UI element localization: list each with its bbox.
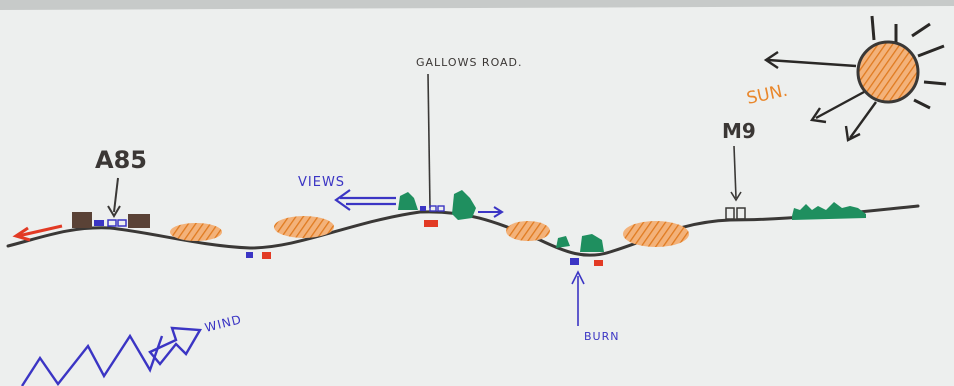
orange-patch <box>623 221 689 247</box>
orange-patch <box>274 216 334 238</box>
red-arrow-left <box>17 224 63 238</box>
green-vegetation <box>580 234 604 252</box>
ground-profile-line <box>6 204 920 257</box>
red-arrow-left-head <box>12 226 31 242</box>
building-block <box>128 214 150 228</box>
paper-fold-shadow <box>0 0 954 10</box>
green-vegetation <box>398 192 418 210</box>
road-marker <box>736 207 746 220</box>
gallows-road-label: GALLOWS ROAD. <box>416 56 523 69</box>
orange-patch <box>506 221 550 241</box>
road-marker <box>437 205 445 212</box>
a85-pointer-arrowhead <box>107 205 121 218</box>
road-marker <box>117 219 127 227</box>
road-marker <box>107 219 117 227</box>
m9-pointer-arrowhead <box>730 191 742 202</box>
red-marker <box>262 252 271 259</box>
blue-marker <box>246 252 253 258</box>
road-marker <box>94 220 104 226</box>
sun-icon <box>763 15 947 142</box>
m9-pointer-line <box>733 145 737 199</box>
a85-label: A85 <box>95 146 147 174</box>
road-marker <box>429 205 437 212</box>
burn-label: BURN <box>584 330 619 343</box>
gallows-road-pointer-line <box>427 73 431 209</box>
m9-label: M9 <box>722 119 756 143</box>
road-marker <box>420 206 426 211</box>
red-marker <box>424 220 438 227</box>
green-vegetation <box>792 202 866 220</box>
wind-arrow-icon <box>20 326 203 386</box>
a85-pointer-line <box>113 177 119 213</box>
red-marker <box>594 260 603 266</box>
views-arrow-icon <box>334 189 504 218</box>
views-label: VIEWS <box>298 175 345 190</box>
burn-pointer-arrowhead <box>571 270 585 285</box>
blue-marker <box>570 258 579 265</box>
orange-patch <box>170 223 222 241</box>
green-vegetation <box>452 190 476 220</box>
green-vegetation <box>556 236 570 248</box>
road-marker <box>725 207 735 220</box>
building-block <box>72 212 92 228</box>
